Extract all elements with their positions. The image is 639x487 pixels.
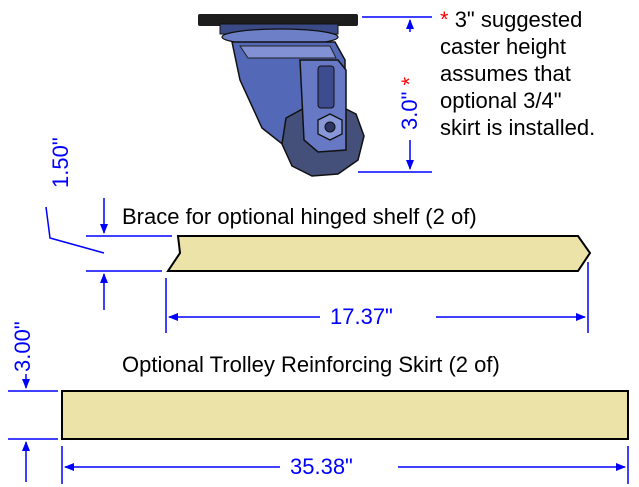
brace-height-dimension-lines xyxy=(45,198,172,310)
skirt-length-dimension-lines xyxy=(61,446,629,484)
brace-height-dimension: 1.50" xyxy=(48,135,74,190)
brace-length-dimension-lines xyxy=(165,262,589,333)
skirt-length-dimension: 35.38" xyxy=(286,454,357,480)
note-line-2: caster height xyxy=(440,34,566,59)
note-line-1: * 3" suggested xyxy=(440,7,583,32)
skirt-height-dimension: 3.00" xyxy=(10,319,36,374)
caster-height-dimension: 3.0" * xyxy=(396,74,424,132)
brace-board xyxy=(166,235,592,272)
brace-length-dimension: 17.37" xyxy=(326,304,397,330)
caster-icon xyxy=(198,14,365,177)
caster-height-value: 3.0" xyxy=(397,91,422,130)
skirt-board xyxy=(61,390,629,440)
caster-height-asterisk: * xyxy=(397,76,422,86)
caster-height-note: * 3" suggested caster height assumes tha… xyxy=(440,6,595,141)
caster-height-dimension-lines xyxy=(358,16,432,173)
note-line-4: optional 3/4" xyxy=(440,88,562,113)
note-line-5: skirt is installed. xyxy=(440,115,596,140)
skirt-label: Optional Trolley Reinforcing Skirt (2 of… xyxy=(122,352,500,377)
note-line-3: assumes that xyxy=(440,61,571,86)
brace-label: Brace for optional hinged shelf (2 of) xyxy=(122,204,477,229)
note-asterisk: * xyxy=(440,7,449,32)
